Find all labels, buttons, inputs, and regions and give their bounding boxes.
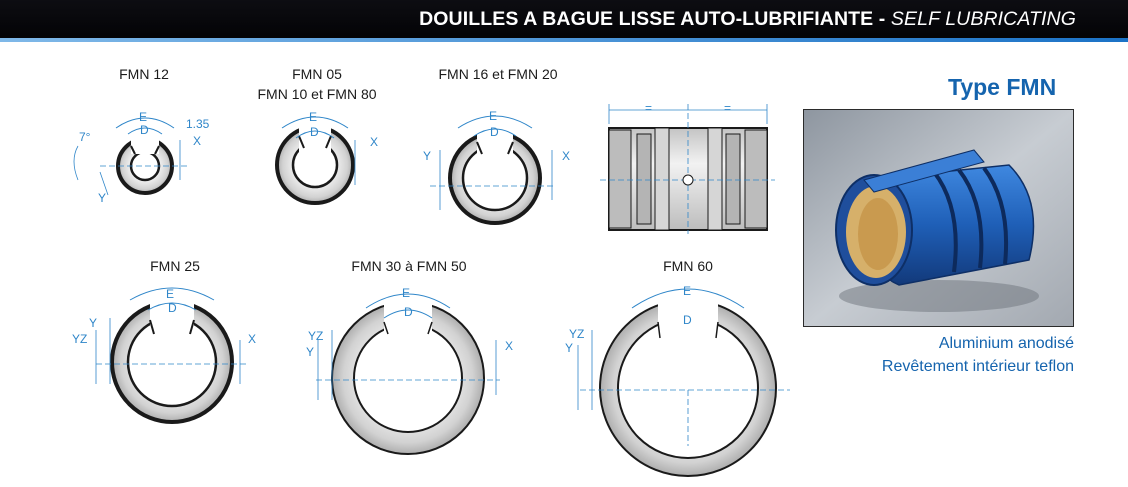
label-fmn12: FMN 12 xyxy=(119,66,169,82)
header-stripe xyxy=(0,38,1128,42)
dim-e: E xyxy=(309,110,317,124)
label-fmn60: FMN 60 xyxy=(663,258,713,274)
dim-x: X xyxy=(370,135,378,149)
dim-d: D xyxy=(490,125,499,139)
label-fmn25: FMN 25 xyxy=(150,258,200,274)
dim-d: D xyxy=(168,301,177,315)
drawing-fmn25: E D Y YZ X xyxy=(72,287,256,424)
dim-d: D xyxy=(683,313,692,327)
dim-d: D xyxy=(310,125,319,139)
label-fmn10-80: FMN 10 et FMN 80 xyxy=(257,86,377,102)
header-bar xyxy=(0,0,1128,40)
dim-x: X xyxy=(248,332,256,346)
dim-equal-left: = xyxy=(645,101,652,115)
material-line-2: Revêtement intérieur teflon xyxy=(881,358,1074,375)
drawing-side-view: = = xyxy=(600,101,775,234)
dim-equal-right: = xyxy=(724,101,731,115)
product-type-title: Type FMN xyxy=(948,74,1057,100)
dim-d: D xyxy=(404,305,413,319)
dim-yz: YZ xyxy=(72,332,87,346)
dim-x: X xyxy=(193,134,201,148)
title-main: DOUILLES A BAGUE LISSE AUTO-LUBRIFIANTE … xyxy=(419,8,891,30)
dim-e: E xyxy=(683,284,691,298)
dim-offset: 1.35 xyxy=(186,117,210,131)
dim-y: Y xyxy=(306,345,314,359)
title-italic: SELF LUBRICATING xyxy=(890,8,1076,30)
dim-e: E xyxy=(139,110,147,124)
dim-yz: YZ xyxy=(569,327,584,341)
dim-yz: YZ xyxy=(308,329,323,343)
dim-y: Y xyxy=(423,149,431,163)
bushing-illustration xyxy=(804,110,1073,326)
label-fmn16-20: FMN 16 et FMN 20 xyxy=(438,66,558,82)
label-fmn05: FMN 05 xyxy=(292,66,342,82)
dim-x: X xyxy=(562,149,570,163)
drawing-fmn12: E D 1.35 X 7° Y xyxy=(73,110,210,205)
dim-y: Y xyxy=(565,341,573,355)
dim-angle: 7° xyxy=(79,130,91,144)
material-line-1: Aluminium anodisé xyxy=(938,335,1074,352)
drawing-fmn16: E D Y X xyxy=(423,109,570,225)
page-title: DOUILLES A BAGUE LISSE AUTO-LUBRIFIANTE … xyxy=(419,8,1076,31)
dim-y: Y xyxy=(98,191,106,205)
label-fmn30-50: FMN 30 à FMN 50 xyxy=(351,258,467,274)
drawing-fmn60: E D Y YZ xyxy=(565,284,790,477)
drawing-fmn30: E D Y YZ X xyxy=(306,286,513,455)
dim-e: E xyxy=(402,286,410,300)
dim-d: D xyxy=(140,123,149,137)
dim-e: E xyxy=(166,287,174,301)
dim-e: E xyxy=(489,109,497,123)
drawing-fmn05: E D X xyxy=(275,110,378,205)
dim-x: X xyxy=(505,339,513,353)
dim-y: Y xyxy=(89,316,97,330)
product-photo xyxy=(803,109,1074,327)
